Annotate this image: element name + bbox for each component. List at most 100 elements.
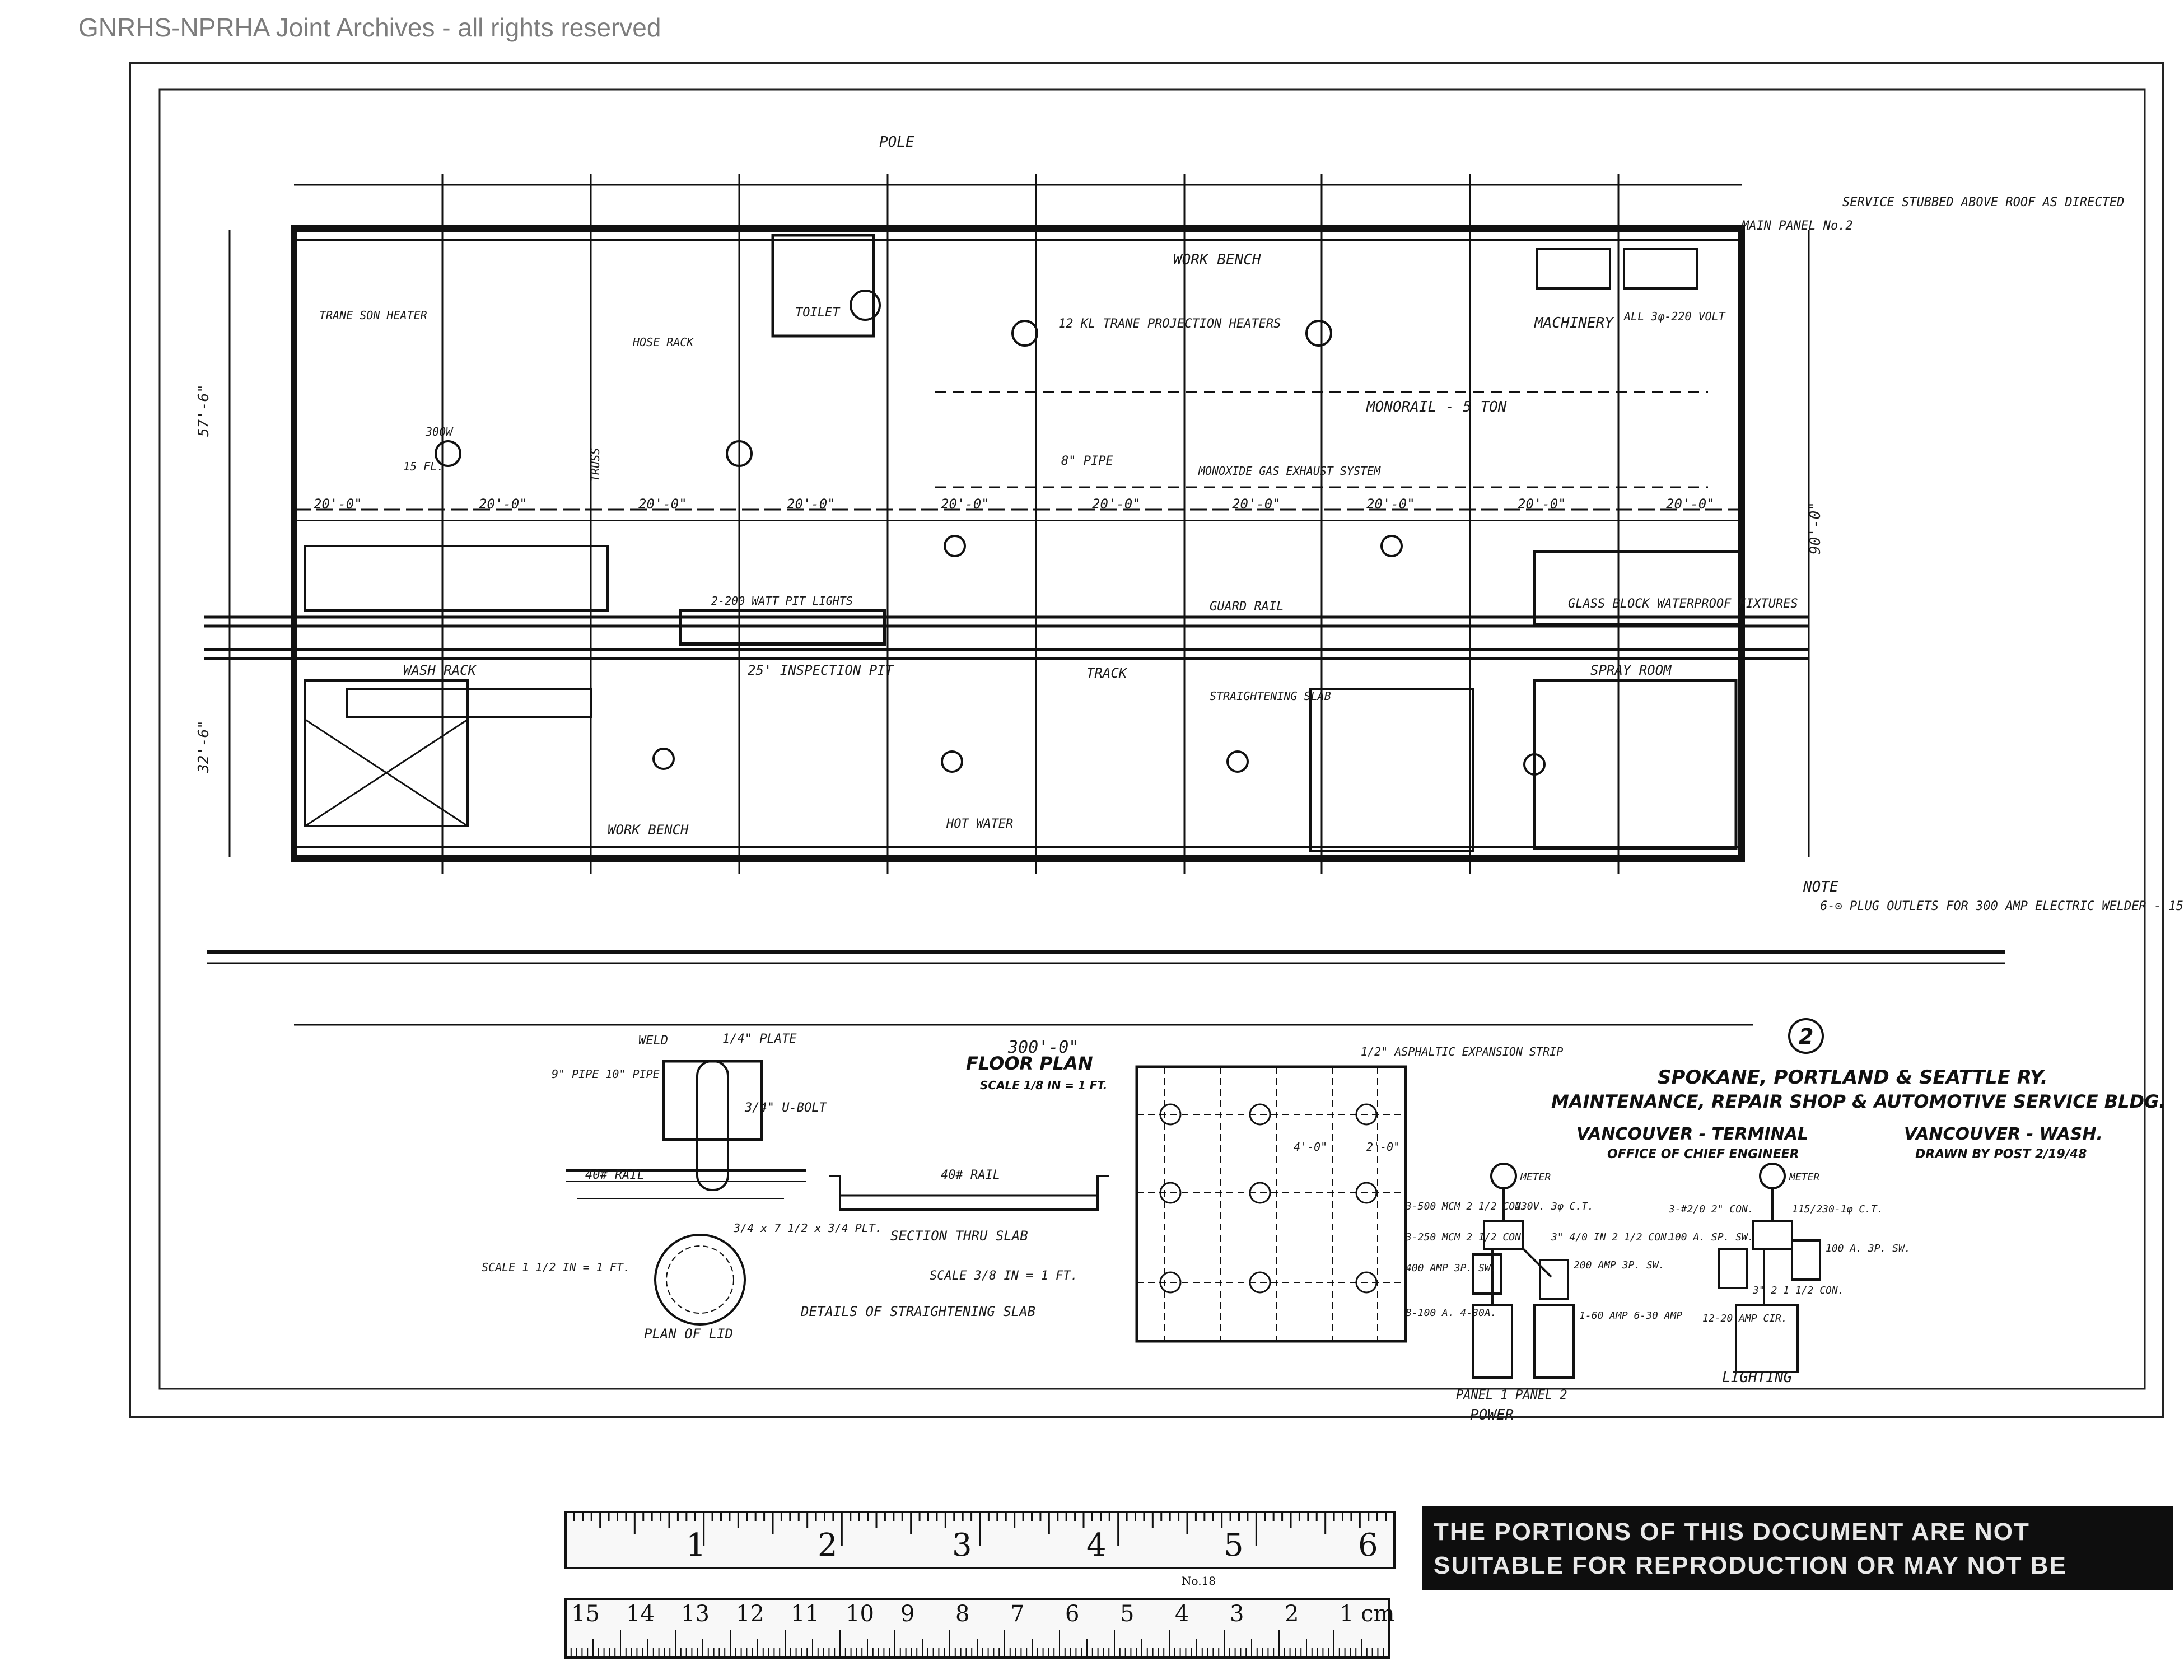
lighting-sw2: 100 A. 3P. SW. xyxy=(1826,1243,1911,1254)
service-note: SERVICE STUBBED ABOVE ROOF AS DIRECTED xyxy=(1842,195,2124,209)
bay-dim: 20'-0" xyxy=(1232,496,1281,512)
bay-dim: 20'-0" xyxy=(479,496,528,512)
cm-label: 10 xyxy=(846,1601,874,1627)
cm-label: 13 xyxy=(681,1601,710,1627)
inch-2: 2 xyxy=(818,1527,838,1564)
weld-label: WELD xyxy=(638,1034,668,1048)
power-riser-diagram xyxy=(1472,1163,1575,1379)
cm-label: 14 xyxy=(626,1601,655,1627)
cm-label: 2 xyxy=(1285,1601,1299,1627)
railway-name: SPOKANE, PORTLAND & SEATTLE RY. xyxy=(1658,1066,2048,1089)
building-name: MAINTENANCE, REPAIR SHOP & AUTOMOTIVE SE… xyxy=(1551,1091,2166,1112)
truss-lines xyxy=(441,174,1620,874)
overall-width-2: 90'-0" xyxy=(1807,502,1824,554)
ruler-model: No.18 xyxy=(1182,1574,1216,1588)
city-name: VANCOUVER - WASH. xyxy=(1904,1124,2103,1144)
lighting-service: 115/230-1φ C.T. xyxy=(1792,1203,1883,1215)
cm-label: 6 xyxy=(1065,1601,1079,1627)
machinery-circuit-label: ALL 3φ-220 VOLT xyxy=(1623,310,1726,323)
copy-notice: THE PORTIONS OF THIS DOCUMENT ARE NOT SU… xyxy=(1422,1506,2173,1590)
note-text: 6-⊙ PLUG OUTLETS FOR 300 AMP ELECTRIC WE… xyxy=(1820,899,2184,913)
bay-dim: 20'-0" xyxy=(787,496,836,512)
overall-width-3: 32'-6" xyxy=(195,720,212,773)
plate-size-label: 3/4 x 7 1/2 x 3/4 PLT. xyxy=(733,1221,882,1235)
inner-border xyxy=(158,88,2146,1390)
pole-label: POLE xyxy=(879,134,914,151)
lighting-title: LIGHTING xyxy=(1722,1369,1792,1386)
inch-ruler: 1 2 3 4 5 6 No.18 xyxy=(564,1511,1396,1588)
floor-plan xyxy=(204,174,2005,1026)
hose-rack-label: HOSE RACK xyxy=(632,335,694,349)
floodlight-label: 15 FL. xyxy=(403,460,444,473)
power-sw2: 200 AMP 3P. SW. xyxy=(1574,1259,1665,1271)
inch-6: 6 xyxy=(1358,1527,1378,1564)
panel2-load: 1-60 AMP 6-30 AMP xyxy=(1579,1310,1682,1322)
power-cable2: 3-250 MCM 2 1/2 CON. xyxy=(1405,1231,1527,1243)
plate-label: 1/4" PLATE xyxy=(722,1032,797,1046)
bay-dim: 20'-0" xyxy=(638,496,687,512)
inspection-pit xyxy=(679,609,886,646)
archive-watermark: GNRHS-NPRHA Joint Archives - all rights … xyxy=(78,13,661,42)
section-title: SECTION THRU SLAB xyxy=(890,1228,1028,1244)
toilet-room xyxy=(771,234,875,338)
plan-of-lid-label: PLAN OF LID xyxy=(644,1326,733,1342)
expansion-strip-label: 1/2" ASPHALTIC EXPANSION STRIP xyxy=(1361,1045,1563,1058)
glass-block-label: GLASS BLOCK WATERPROOF FIXTURES xyxy=(1568,597,1798,611)
exhaust-label: MONOXIDE GAS EXHAUST SYSTEM xyxy=(1198,464,1381,478)
inch-5: 5 xyxy=(1224,1527,1244,1564)
lighting-meter-label: METER xyxy=(1789,1172,1819,1183)
straightening-slab-label: STRAIGHTENING SLAB xyxy=(1210,689,1331,703)
rail-label-detail: 40# RAIL xyxy=(585,1168,645,1182)
glass-block-room xyxy=(304,545,609,612)
cm-label: 8 xyxy=(955,1601,969,1627)
wash-rack-room xyxy=(304,679,469,827)
monorail-label: MONORAIL - 5 TON xyxy=(1366,399,1507,416)
cm-label: 7 xyxy=(1010,1601,1024,1627)
straightening-slab-area xyxy=(1309,688,1474,852)
pipe-label-detail: 9" PIPE 10" PIPE xyxy=(552,1067,660,1081)
sheet-number: 2 xyxy=(1799,1024,1813,1049)
heaters-label: 12 KL TRANE PROJECTION HEATERS xyxy=(1058,317,1281,331)
lighting-riser-diagram xyxy=(1718,1163,1821,1373)
section-rail-label: 40# RAIL xyxy=(941,1168,1000,1182)
hot-water-label: HOT WATER xyxy=(946,817,1013,831)
work-bench-top-label: WORK BENCH xyxy=(1173,251,1261,268)
pipe-label: 8" PIPE xyxy=(1061,454,1113,468)
bay-dim: 20'-0" xyxy=(1518,496,1566,512)
work-bench-bottom-label: WORK BENCH xyxy=(608,822,689,838)
cm-label: 1 cm xyxy=(1340,1601,1395,1627)
bay-dim: 20'-0" xyxy=(941,496,990,512)
power-cable3: 3" 4/0 IN 2 1/2 CON. xyxy=(1551,1231,1673,1243)
inspection-pit-label: 25' INSPECTION PIT xyxy=(748,662,894,678)
unit-heater-label: TRANE SON HEATER xyxy=(319,309,427,322)
bay-dim: 20'-0" xyxy=(1666,496,1715,512)
cm-label: 9 xyxy=(900,1601,914,1627)
lighting-sw1: 100 A. SP. SW. xyxy=(1669,1231,1754,1243)
terminal-name: VANCOUVER - TERMINAL xyxy=(1576,1124,1808,1144)
cm-label: 15 xyxy=(571,1601,600,1627)
lighting-cable: 3-#2/0 2" CON. xyxy=(1668,1203,1754,1215)
floor-plan-scale: SCALE 1/8 IN = 1 FT. xyxy=(980,1079,1107,1092)
lighting-circuits: 12-20 AMP CIR. xyxy=(1702,1313,1788,1324)
section-thru-slab xyxy=(829,1175,1109,1211)
section-scale: SCALE 3/8 IN = 1 FT. xyxy=(930,1269,1078,1283)
power-title: POWER xyxy=(1470,1407,1514,1424)
overall-width-1: 57'-6" xyxy=(195,384,212,437)
bay-dim: 20'-0" xyxy=(314,496,362,512)
cm-label: 3 xyxy=(1230,1601,1244,1627)
machinery-label: MACHINERY xyxy=(1534,315,1614,332)
truss-label: TRUSS xyxy=(589,448,602,482)
lid-scale-label: SCALE 1 1/2 IN = 1 FT. xyxy=(482,1261,630,1274)
straightening-slab-detail xyxy=(1135,1065,1407,1343)
toilet-label: TOILET xyxy=(795,306,841,320)
track-label: TRACK xyxy=(1086,665,1128,681)
floor-plan-title: FLOOR PLAN xyxy=(966,1053,1093,1074)
glass-block-room-right xyxy=(1533,550,1743,626)
lighting-cable2: 3" 2 1 1/2 CON. xyxy=(1752,1285,1844,1296)
cm-label: 4 xyxy=(1175,1601,1189,1627)
pit-lights-label: 2-200 WATT PIT LIGHTS xyxy=(711,594,853,608)
light-fixtures xyxy=(435,290,1546,776)
cm-label: 11 xyxy=(791,1601,819,1627)
drawn-by: DRAWN BY POST 2/19/48 xyxy=(1915,1147,2087,1161)
